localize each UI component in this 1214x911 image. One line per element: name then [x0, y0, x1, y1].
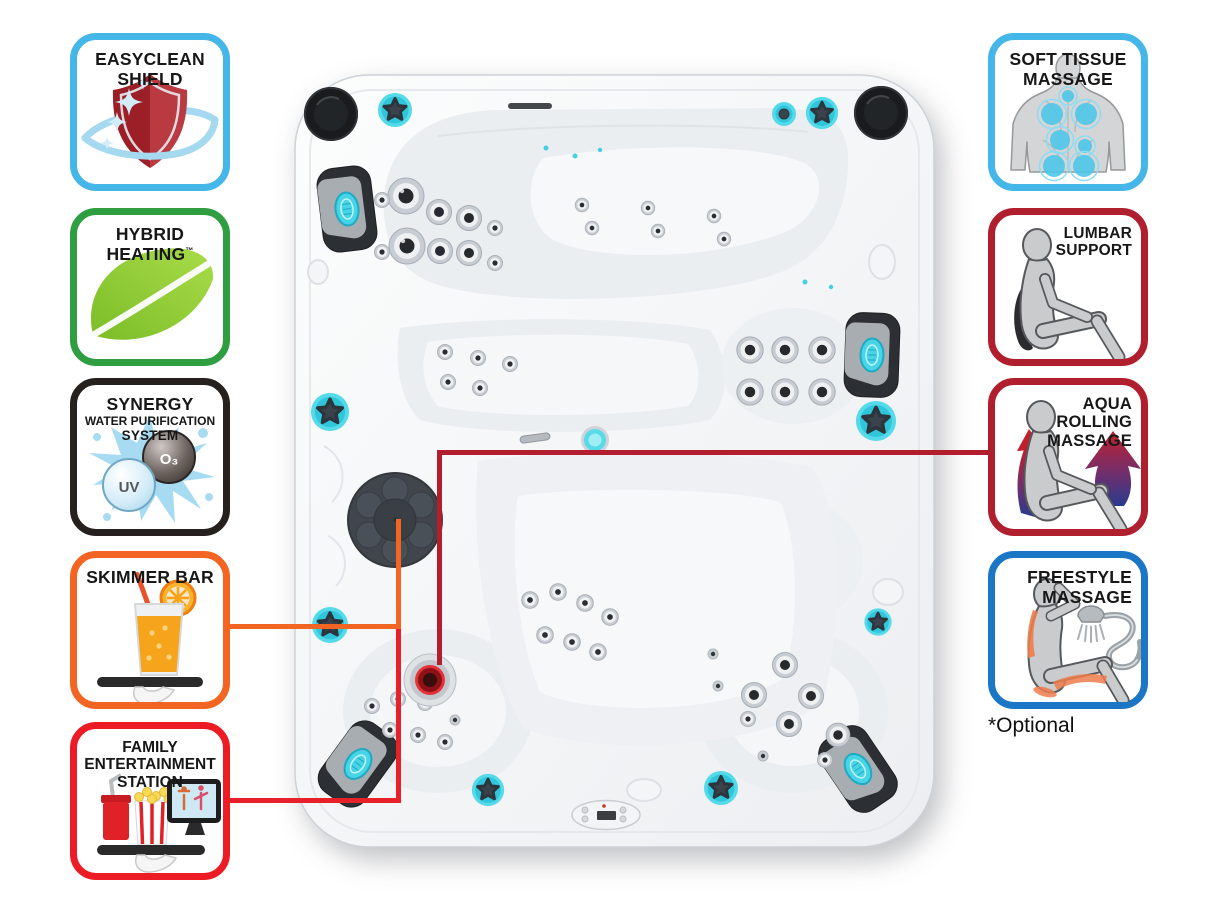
badge-title: AQUA ROLLING MASSAGE	[1047, 395, 1132, 450]
leaf-icon	[89, 248, 217, 340]
badge-easyclean-shield: EASYCLEAN SHIELD	[70, 33, 230, 191]
badge-title: HYBRID HEATING™	[106, 224, 194, 264]
headrest-right	[842, 311, 902, 399]
soft-tissue-massage-icon	[1010, 53, 1126, 182]
badge-title: EASYCLEAN SHIELD	[95, 49, 205, 89]
badge-hybrid-heating: HYBRID HEATING™	[70, 208, 230, 366]
tray-mount-knob	[347, 472, 443, 568]
control-panel	[571, 799, 641, 831]
hot-tub-illustration	[294, 74, 935, 848]
badge-title: SYNERGY WATER PURIFICATION SYSTEM	[84, 394, 216, 444]
connector-family-entertainment-horizontal	[226, 798, 401, 803]
badge-freestyle-massage: FREESTYLE MASSAGE	[988, 551, 1148, 709]
badge-synergy-water-purification: SYNERGY WATER PURIFICATION SYSTEM O₃ UV	[70, 378, 230, 536]
badge-title: FREESTYLE MASSAGE	[1027, 567, 1132, 607]
badge-skimmer-bar: SKIMMER BAR	[70, 551, 230, 709]
aqua-rolling-jet	[403, 653, 457, 707]
freestyle-massage-icon	[1027, 578, 1141, 702]
uv-label: UV	[119, 479, 140, 496]
aqua-rolling-massage-icon	[1017, 400, 1141, 529]
badge-lumbar-support: LUMBAR SUPPORT	[988, 208, 1148, 366]
tub-shell	[294, 74, 935, 848]
badge-title: SKIMMER BAR	[86, 567, 214, 587]
speaker-top-left	[303, 86, 359, 142]
connector-aqua-rolling-vertical	[437, 450, 442, 665]
round-led-jet	[772, 102, 796, 126]
waterfall-lever	[519, 432, 551, 444]
lumbar-support-icon	[1014, 228, 1126, 359]
badge-title: LUMBAR SUPPORT	[1055, 225, 1132, 260]
entertainment-tray-icon	[97, 773, 221, 873]
badge-soft-tissue-massage: SOFT TISSUE MASSAGE	[988, 33, 1148, 191]
badge-title: FAMILY ENTERTAINMENT STATION	[84, 739, 216, 791]
water-purification-icon: O₃ UV	[89, 415, 215, 523]
headrest-left	[314, 163, 380, 255]
tub-star-jets	[309, 91, 898, 808]
connector-skimmer-bar-vertical	[396, 519, 401, 629]
speaker-top-right	[853, 85, 909, 141]
connector-aqua-rolling-horizontal	[437, 450, 990, 455]
shield-sparkle-icon	[81, 74, 219, 168]
optional-note: *Optional	[988, 714, 1075, 737]
ozone-label: O₃	[160, 451, 179, 468]
led-accent-dots	[543, 145, 834, 290]
drink-tray-icon	[97, 571, 203, 702]
jet-points	[1036, 86, 1102, 182]
badge-family-entertainment-station: FAMILY ENTERTAINMENT STATION	[70, 722, 230, 880]
connector-family-entertainment-vertical	[396, 629, 401, 803]
badge-aqua-rolling-massage: AQUA ROLLING MASSAGE	[988, 378, 1148, 536]
shower-head	[1077, 605, 1105, 643]
waterfall-light	[581, 426, 609, 454]
connector-skimmer-bar-horizontal	[226, 624, 401, 629]
badge-title: SOFT TISSUE MASSAGE	[1009, 49, 1127, 89]
